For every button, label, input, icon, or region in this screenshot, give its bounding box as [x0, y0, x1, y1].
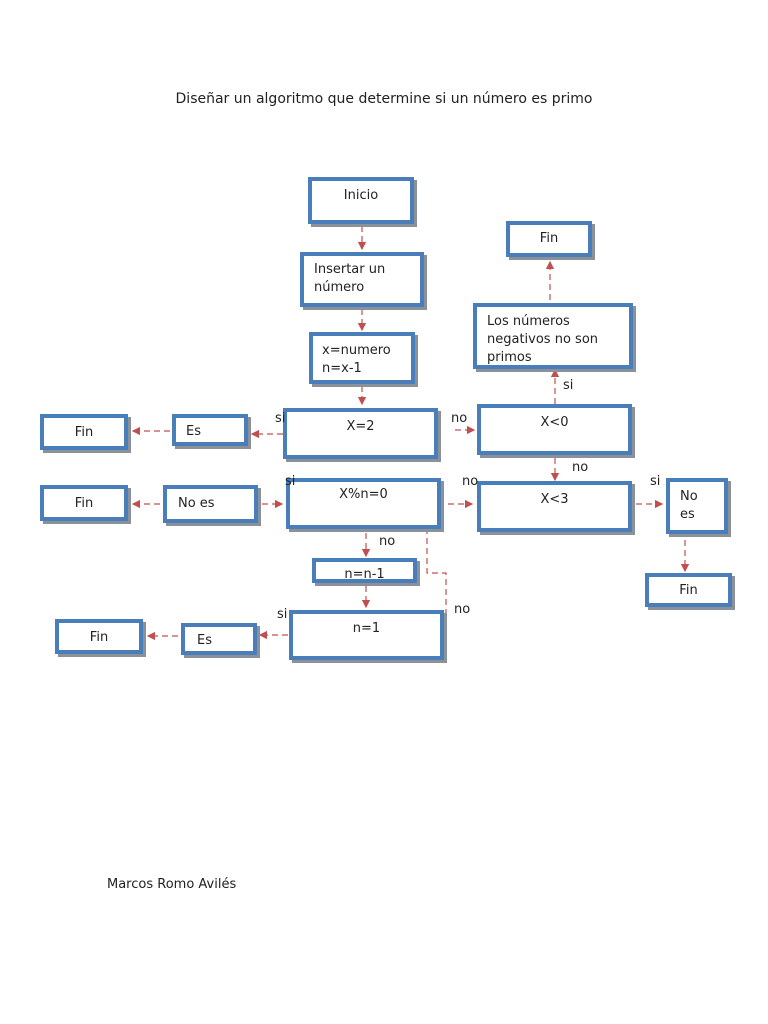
end-box-3: Fin: [55, 619, 143, 654]
not-prime-text-right: No es: [680, 489, 698, 522]
decrement-box: n=n-1: [312, 558, 417, 583]
end-box-top: Fin: [506, 221, 592, 257]
decision-n-eq-1-text: n=1: [352, 621, 381, 636]
end-text-3: Fin: [89, 630, 109, 645]
decision-x-lt-0: X<0: [477, 404, 632, 455]
label-no-xlt0: no: [572, 460, 589, 475]
label-no-xmod-right: no: [462, 474, 479, 489]
assignment-text: x=numero n=x-1: [322, 343, 391, 376]
decision-x-eq-2-text: X=2: [346, 419, 375, 434]
not-prime-box-left: No es: [163, 485, 258, 523]
prime-box-2: Es: [181, 623, 257, 655]
diagram-title: Diseñar un algoritmo que determine si un…: [175, 91, 593, 107]
end-text-2: Fin: [74, 496, 94, 511]
label-no-x2: no: [451, 411, 468, 426]
prime-box-1: Es: [172, 414, 248, 446]
start-box: Inicio: [308, 177, 414, 224]
prime-text-2: Es: [197, 633, 212, 648]
decrement-text: n=n-1: [344, 567, 385, 582]
end-box-1: Fin: [40, 414, 128, 450]
start-text: Inicio: [343, 188, 379, 203]
decision-x-lt-3: X<3: [477, 481, 632, 532]
decision-x-mod-n: X%n=0: [286, 478, 441, 529]
label-si-x2: si: [275, 411, 286, 426]
assignment-box: x=numero n=x-1: [309, 332, 415, 384]
negatives-text: Los números negativos no son primos: [487, 314, 599, 365]
not-prime-text-left: No es: [178, 496, 215, 511]
label-si-xlt0: si: [563, 378, 574, 393]
decision-x-lt-3-text: X<3: [540, 492, 569, 507]
end-text-right: Fin: [679, 583, 698, 598]
author-name: Marcos Romo Avilés: [107, 877, 237, 892]
end-text-1: Fin: [74, 425, 94, 440]
decision-x-mod-n-text: X%n=0: [339, 487, 388, 502]
decision-x-lt-0-text: X<0: [540, 415, 569, 430]
label-si-xmod: si: [285, 474, 296, 489]
label-no-xmod-down: no: [379, 534, 396, 549]
decision-n-eq-1: n=1: [289, 610, 444, 660]
negatives-box: Los números negativos no son primos: [473, 303, 633, 369]
not-prime-box-right: No es: [666, 478, 728, 534]
end-text-top: Fin: [539, 231, 559, 246]
end-box-2: Fin: [40, 485, 128, 521]
end-box-right: Fin: [645, 573, 732, 607]
label-si-xlt3: si: [650, 474, 661, 489]
input-text: Insertar un número: [314, 262, 386, 295]
label-no-loop: no: [454, 602, 471, 617]
prime-text-1: Es: [186, 424, 201, 439]
arrow-loop-back: [422, 508, 447, 635]
label-si-n1: si: [277, 607, 288, 622]
input-box: Insertar un número: [300, 252, 424, 307]
decision-x-eq-2: X=2: [283, 408, 438, 459]
